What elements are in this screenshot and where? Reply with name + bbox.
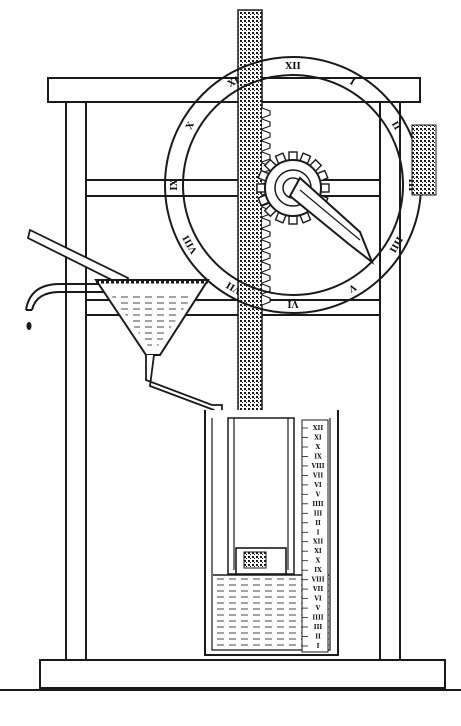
dial-numeral: I [348, 77, 357, 88]
wall-bracket [411, 124, 437, 196]
scale-label: X [316, 444, 321, 451]
rack-tooth [261, 250, 271, 262]
scale-label: III [314, 510, 323, 517]
scale-label: XII [313, 425, 323, 432]
scale-label: II [315, 634, 321, 641]
scale-label: IX [314, 453, 322, 460]
vessel-scale: XIIXIXIXVIIIVIIVIVIIIIIIIIIIXIIXIXIXVIII… [302, 425, 325, 650]
rack-tooth [261, 140, 271, 152]
scale-label: VIII [310, 463, 324, 470]
dial-numeral: VI [287, 298, 299, 308]
supply-pipe [26, 228, 130, 288]
scale-label: I [317, 529, 320, 536]
scale-label: V [315, 605, 321, 612]
overflow-spout [25, 283, 110, 330]
rack-tooth [261, 151, 271, 163]
rack-tooth [261, 217, 271, 229]
scale-label: IIII [312, 501, 323, 508]
scale-label: I [317, 643, 320, 650]
base-platform [0, 659, 461, 691]
funnel [94, 279, 223, 419]
scale-label: III [314, 624, 323, 631]
scale-label: V [315, 491, 321, 498]
scale-label: IIII [312, 615, 323, 622]
scale-label: VIII [310, 577, 324, 584]
rack-tooth [261, 239, 271, 251]
dial-numeral: XII [285, 62, 300, 72]
scale-label: XI [314, 548, 322, 555]
dial-numeral: XI [227, 76, 242, 90]
rack-tooth [261, 261, 271, 273]
clock-hand [288, 176, 375, 266]
rack-tooth [261, 129, 271, 141]
scale-label: VI [313, 482, 322, 489]
rack-tooth [261, 118, 271, 130]
water-drop [26, 322, 32, 330]
scale-label: II [315, 520, 321, 527]
rack-tooth [261, 272, 271, 284]
scale-label: XII [313, 539, 323, 546]
dial-numeral: IX [170, 179, 180, 190]
scale-label: XI [314, 435, 322, 442]
rack-tooth [261, 294, 271, 306]
scale-label: VII [312, 586, 323, 593]
rack-tooth [261, 107, 271, 119]
dial-numeral: X [185, 120, 197, 131]
scale-label: X [316, 558, 321, 565]
rack-tooth [261, 228, 271, 240]
dial-numeral: V [346, 281, 359, 294]
dial-numeral: III [406, 179, 416, 192]
scale-label: IX [314, 567, 322, 574]
graduated-vessel: XIIXIXIXVIIIVIIVIVIIIIIIIIIIXIIXIXIXVIII… [204, 410, 339, 656]
scale-label: VI [313, 596, 322, 603]
scale-label: VII [312, 472, 323, 479]
